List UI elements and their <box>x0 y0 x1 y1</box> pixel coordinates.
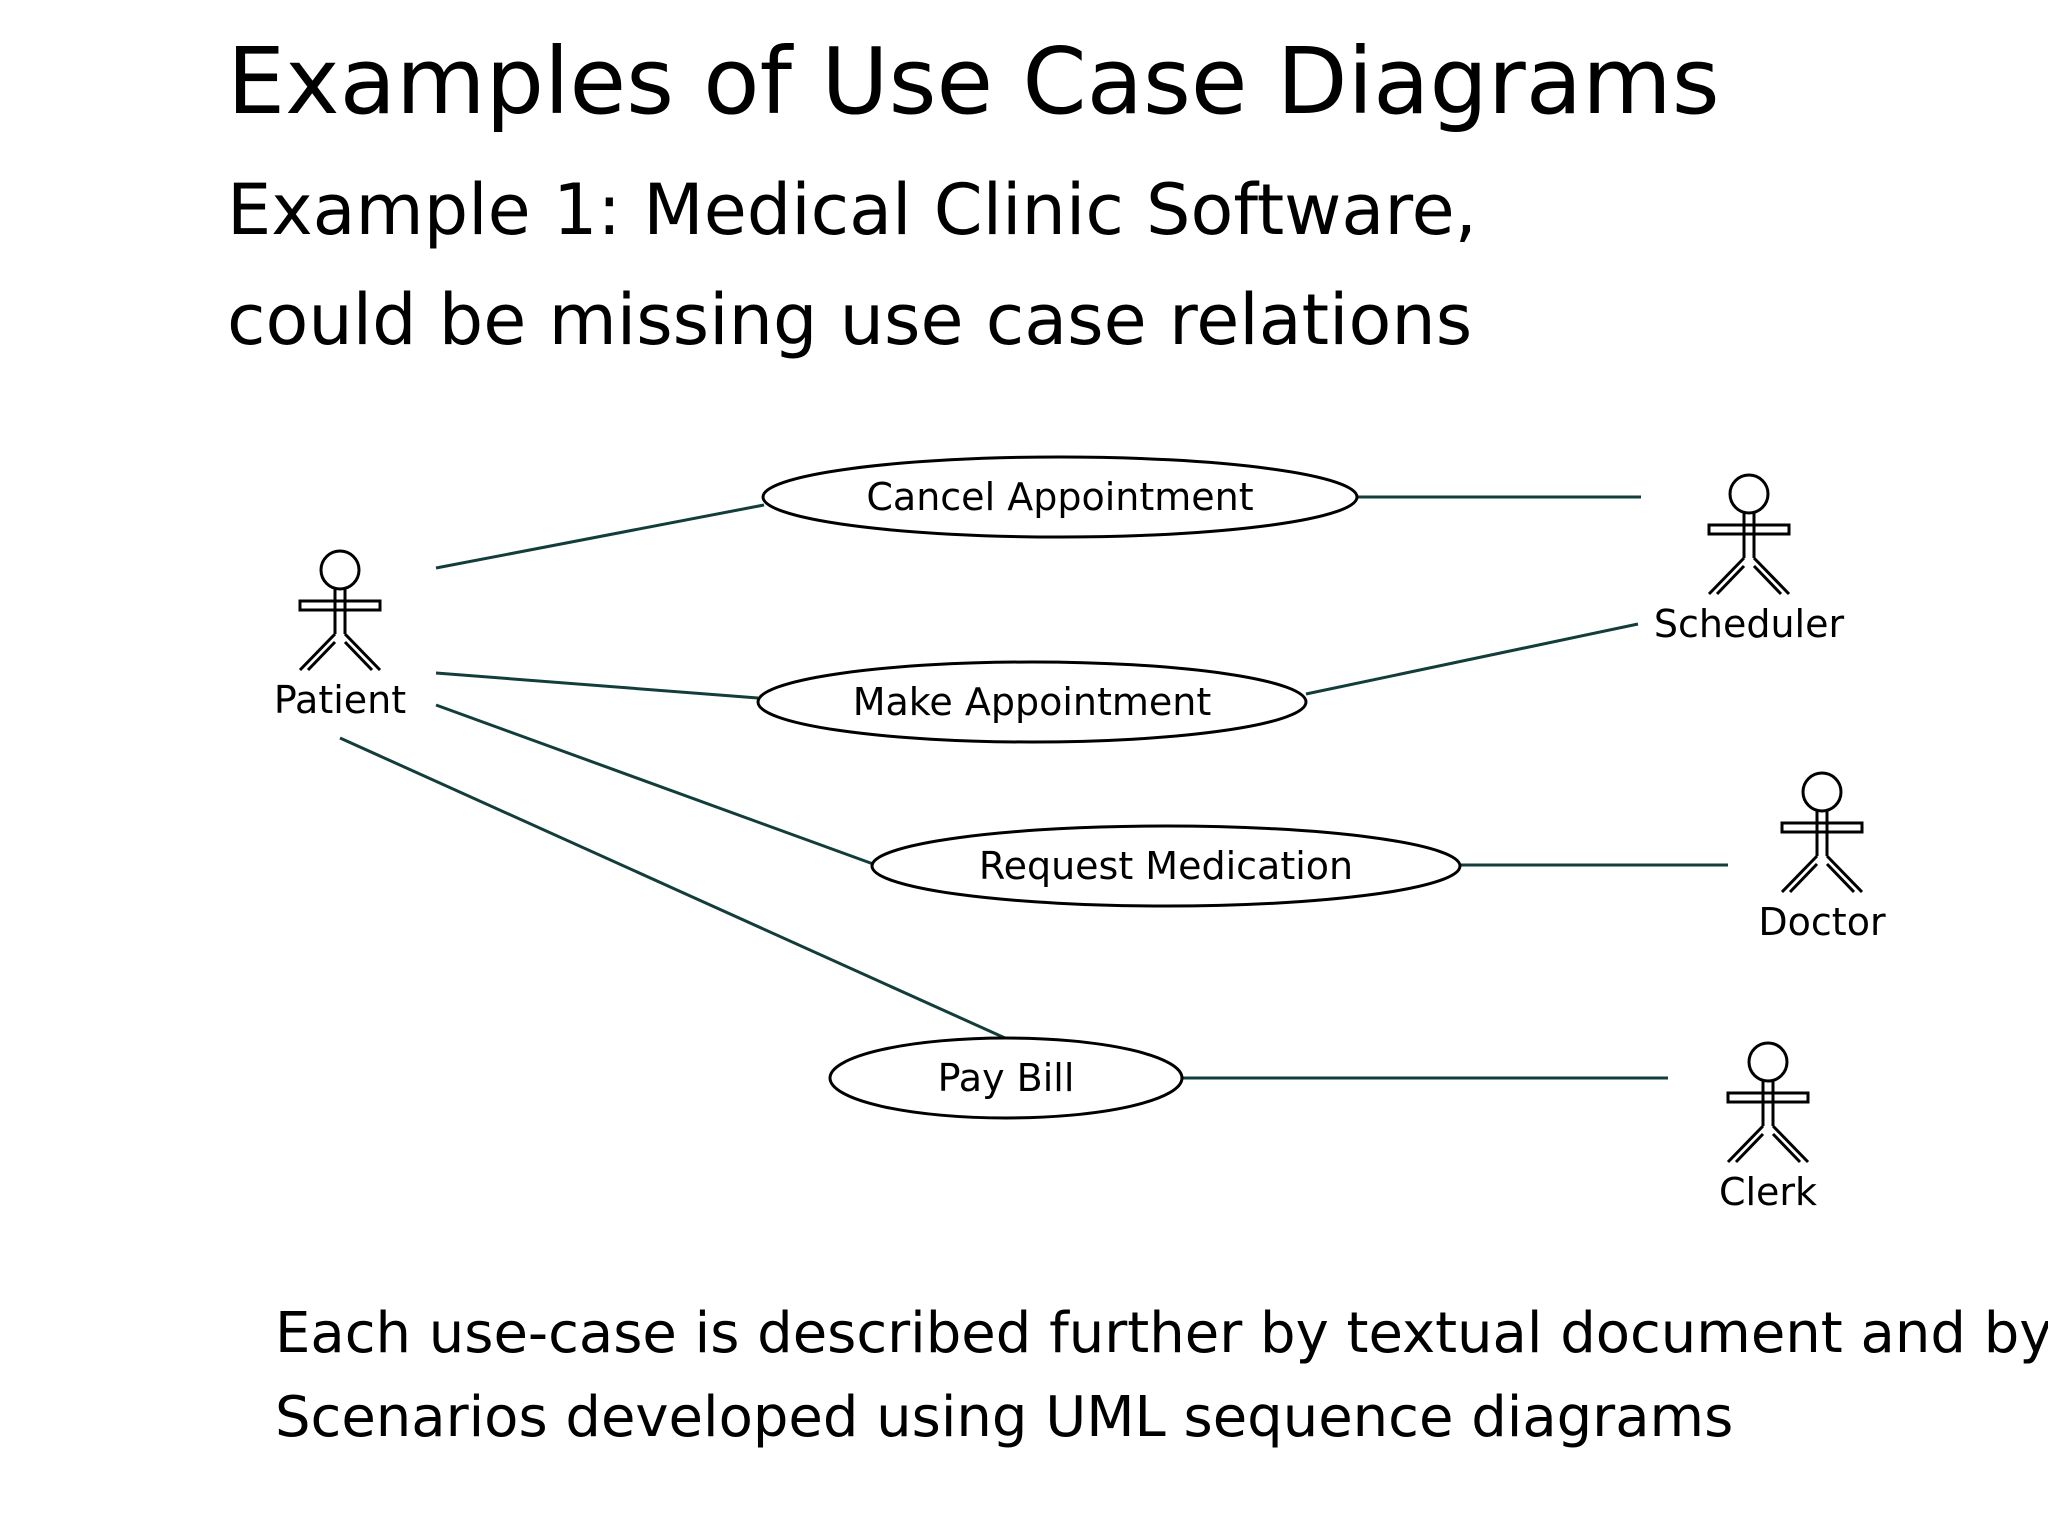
actor-clerk: Clerk <box>1719 1041 1817 1214</box>
use-case-pay-bill: Pay Bill <box>828 1036 1184 1120</box>
use-case-request-medication: Request Medication <box>870 824 1462 908</box>
actor-label: Scheduler <box>1654 602 1845 646</box>
stick-figure-icon <box>1780 771 1864 894</box>
actor-label: Patient <box>274 678 406 722</box>
actor-doctor: Doctor <box>1758 771 1886 944</box>
caption-line-1: Each use-case is described further by te… <box>275 1301 2048 1366</box>
subtitle-line-1: Example 1: Medical Clinic Software, <box>227 169 1477 251</box>
association-patient-make-appointment <box>435 671 759 700</box>
subtitle-line-2: could be missing use case relations <box>227 279 1473 361</box>
association-scheduler-make-appointment <box>1305 622 1639 696</box>
use-case-label: Cancel Appointment <box>866 475 1253 519</box>
use-case-label: Request Medication <box>979 844 1353 888</box>
stick-figure-icon <box>1707 473 1791 596</box>
use-case-label: Pay Bill <box>938 1056 1075 1100</box>
association-lines <box>339 495 1728 1080</box>
actor-label: Clerk <box>1719 1170 1817 1214</box>
use-case-make-appointment: Make Appointment <box>756 660 1308 744</box>
slide-caption: Each use-case is described further by te… <box>275 1292 2048 1460</box>
actor-scheduler: Scheduler <box>1654 473 1845 646</box>
stick-figure-icon <box>298 549 382 672</box>
use-case-ellipse <box>870 824 1462 908</box>
slide-subtitle: Example 1: Medical Clinic Software, coul… <box>227 155 1477 375</box>
actor-patient: Patient <box>274 549 406 722</box>
use-case-ellipse <box>761 455 1359 539</box>
association-patient-pay-bill <box>339 736 1006 1040</box>
use-case-ellipse <box>828 1036 1184 1120</box>
stick-figure-icon <box>1726 1041 1810 1164</box>
use-case-ellipse <box>756 660 1308 744</box>
association-patient-cancel-appointment <box>435 503 765 570</box>
use-case-label: Make Appointment <box>853 680 1212 724</box>
association-patient-request-medication <box>435 703 877 867</box>
slide-title: Examples of Use Case Diagrams <box>227 28 1720 135</box>
actor-label: Doctor <box>1758 900 1886 944</box>
caption-line-2: Scenarios developed using UML sequence d… <box>275 1385 1734 1450</box>
use-case-cancel-appointment: Cancel Appointment <box>761 455 1359 539</box>
